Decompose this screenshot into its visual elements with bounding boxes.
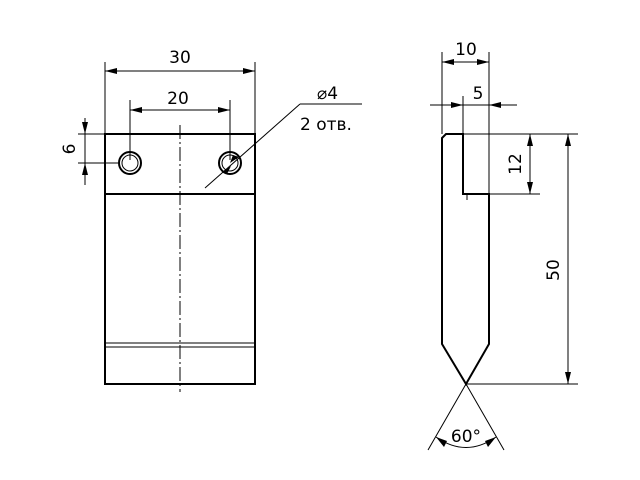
dim-overall-width-label: 30 bbox=[169, 48, 191, 68]
hole-callout-count: 2 отв. bbox=[300, 115, 352, 135]
side-outline bbox=[441, 133, 490, 386]
dim-thickness-label: 10 bbox=[455, 40, 477, 60]
dim-tip-angle: 60° bbox=[427, 383, 505, 451]
hole-callout: ⌀4 2 отв. bbox=[204, 84, 362, 189]
dim-length: 50 bbox=[466, 134, 578, 385]
dim-tip-angle-label: 60° bbox=[451, 427, 481, 447]
dim-overall-width: 30 bbox=[104, 48, 256, 134]
dim-hole-offset-label: 6 bbox=[60, 144, 80, 155]
front-view: 30 20 6 ⌀4 2 отв. bbox=[60, 48, 362, 392]
dim-length-label: 50 bbox=[544, 259, 564, 281]
hole-callout-diameter: ⌀4 bbox=[317, 84, 338, 104]
dim-step: 5 bbox=[430, 84, 517, 134]
side-view: 10 5 12 50 bbox=[427, 40, 578, 451]
dim-step-height: 12 bbox=[463, 133, 578, 195]
dim-hole-spacing: 20 bbox=[129, 89, 231, 160]
dim-hole-offset: 6 bbox=[60, 118, 118, 185]
dim-thickness: 10 bbox=[441, 40, 490, 194]
dim-step-label: 5 bbox=[473, 84, 484, 104]
dim-hole-spacing-label: 20 bbox=[167, 89, 189, 109]
dim-step-height-label: 12 bbox=[506, 153, 526, 175]
